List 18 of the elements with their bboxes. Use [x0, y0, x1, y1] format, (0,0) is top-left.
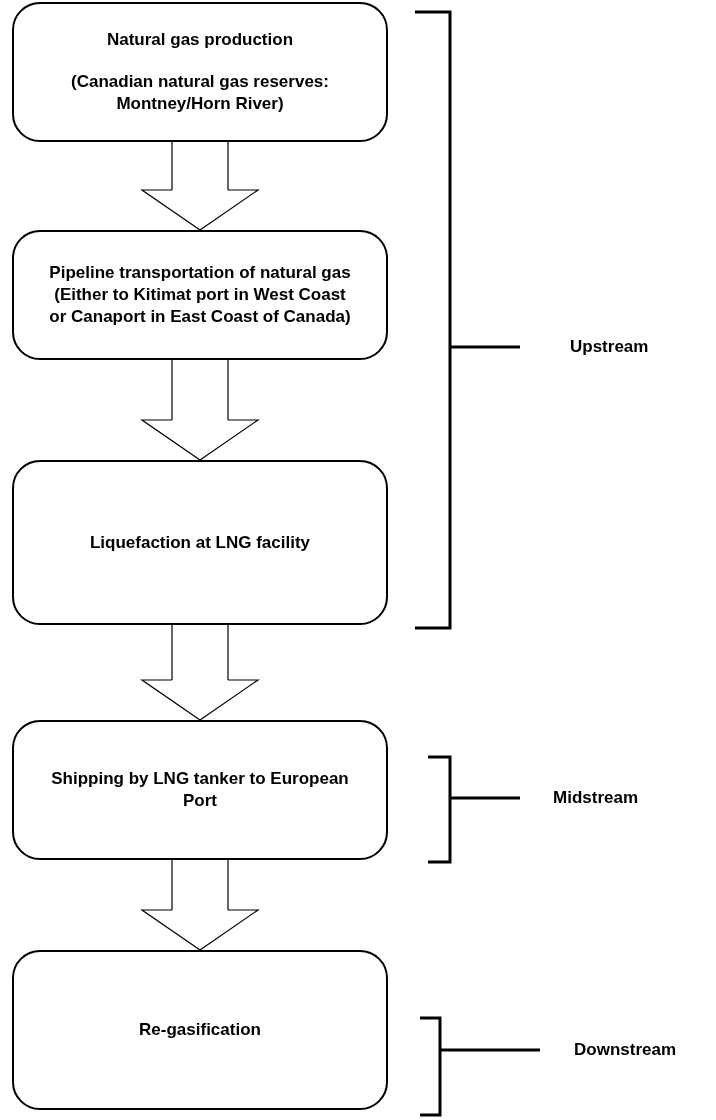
process-box	[12, 720, 388, 860]
box-text: Re-gasification	[139, 1019, 261, 1041]
process-box	[12, 230, 388, 360]
block-arrow	[141, 623, 259, 721]
block-arrow	[141, 858, 259, 951]
block-arrow	[141, 358, 259, 461]
process-box	[12, 950, 388, 1110]
box-text: Natural gas production	[106, 29, 294, 51]
stage-label: Upstream	[570, 336, 649, 358]
process-box	[12, 460, 388, 625]
box-text: Pipeline transportation of natural gas (Either to Kitimat port in West Coast or Canaport in East Coast of Canada)	[48, 262, 352, 328]
stage-label: Midstream	[553, 787, 639, 809]
block-arrow	[141, 140, 259, 231]
box-text: Liquefaction at LNG facility	[89, 531, 311, 554]
box-text: Shipping by LNG tanker to European Port	[50, 768, 350, 812]
box-text: (Canadian natural gas reserves: Montney/Horn River)	[70, 71, 330, 115]
process-box	[12, 2, 388, 142]
stage-label: Downstream	[574, 1039, 677, 1061]
